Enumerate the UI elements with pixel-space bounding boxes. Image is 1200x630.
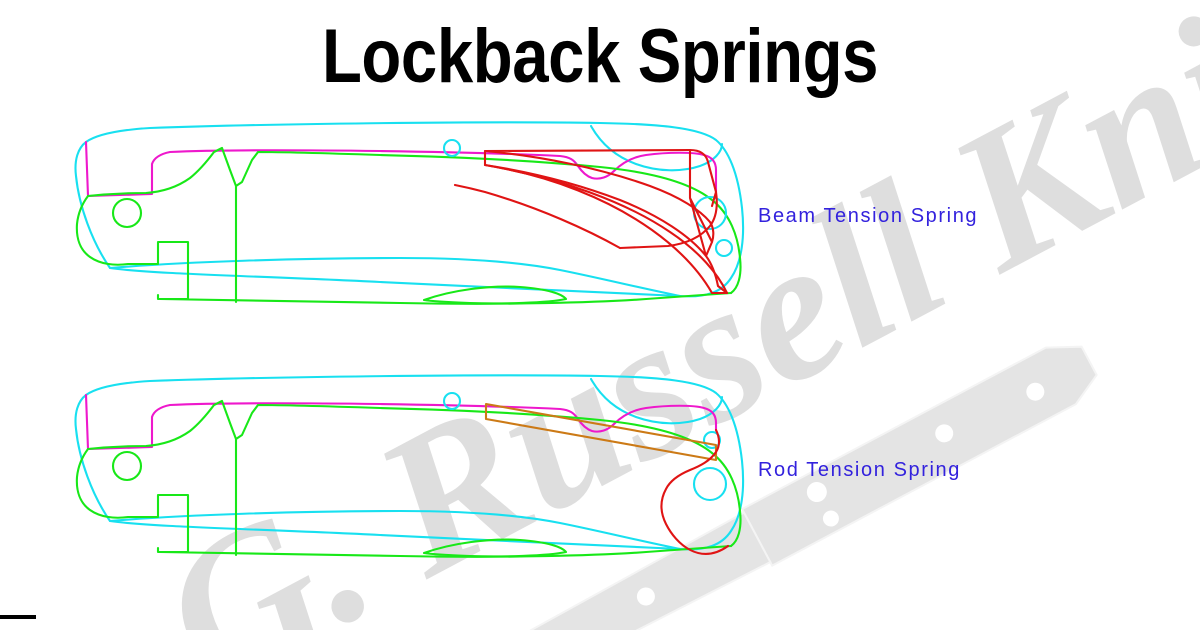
handle-lower-inner-rod (108, 509, 682, 551)
handle-pivot-hole-rod (692, 466, 728, 502)
thumb-groove-rod (422, 538, 568, 558)
handle-lower-inner-beam (108, 256, 682, 298)
beam-tension-spring-top (483, 148, 718, 208)
label-beam-tension-spring: Beam Tension Spring (758, 205, 979, 227)
blade-tang-outline-rod (75, 447, 733, 558)
blade-spine-outline-rod (86, 399, 742, 548)
handle-outline-rod (74, 374, 745, 551)
lock-release-hole-rod (442, 391, 462, 411)
pivot-hole-rod (111, 450, 143, 482)
beam-tension-spring-inner (483, 163, 729, 295)
handle-spine-detail-rod (589, 377, 724, 425)
blade-spine-outline-beam (86, 146, 742, 295)
label-rod-tension-spring: Rod Tension Spring (758, 459, 961, 481)
page-title: Lockback Springs (321, 14, 879, 99)
knife-view-rod (74, 374, 745, 558)
beam-tension-spring-hook (618, 190, 718, 250)
beam-tension-spring-hook-lower (453, 183, 622, 250)
corner-mark (0, 615, 36, 619)
handle-spine-detail-beam (589, 124, 724, 172)
stop-pin-hole-beam (714, 238, 734, 258)
lockbar-beam (84, 140, 718, 198)
lockbar-rod (84, 393, 718, 451)
pivot-hole-beam (111, 197, 143, 229)
rod-tension-spring (484, 402, 718, 462)
knife-view-beam (74, 121, 745, 305)
lock-release-hole-beam (442, 138, 462, 158)
lockbar-arm-rod (660, 428, 730, 555)
blade-tang-outline-beam (75, 194, 733, 305)
thumb-groove-beam (422, 285, 568, 305)
